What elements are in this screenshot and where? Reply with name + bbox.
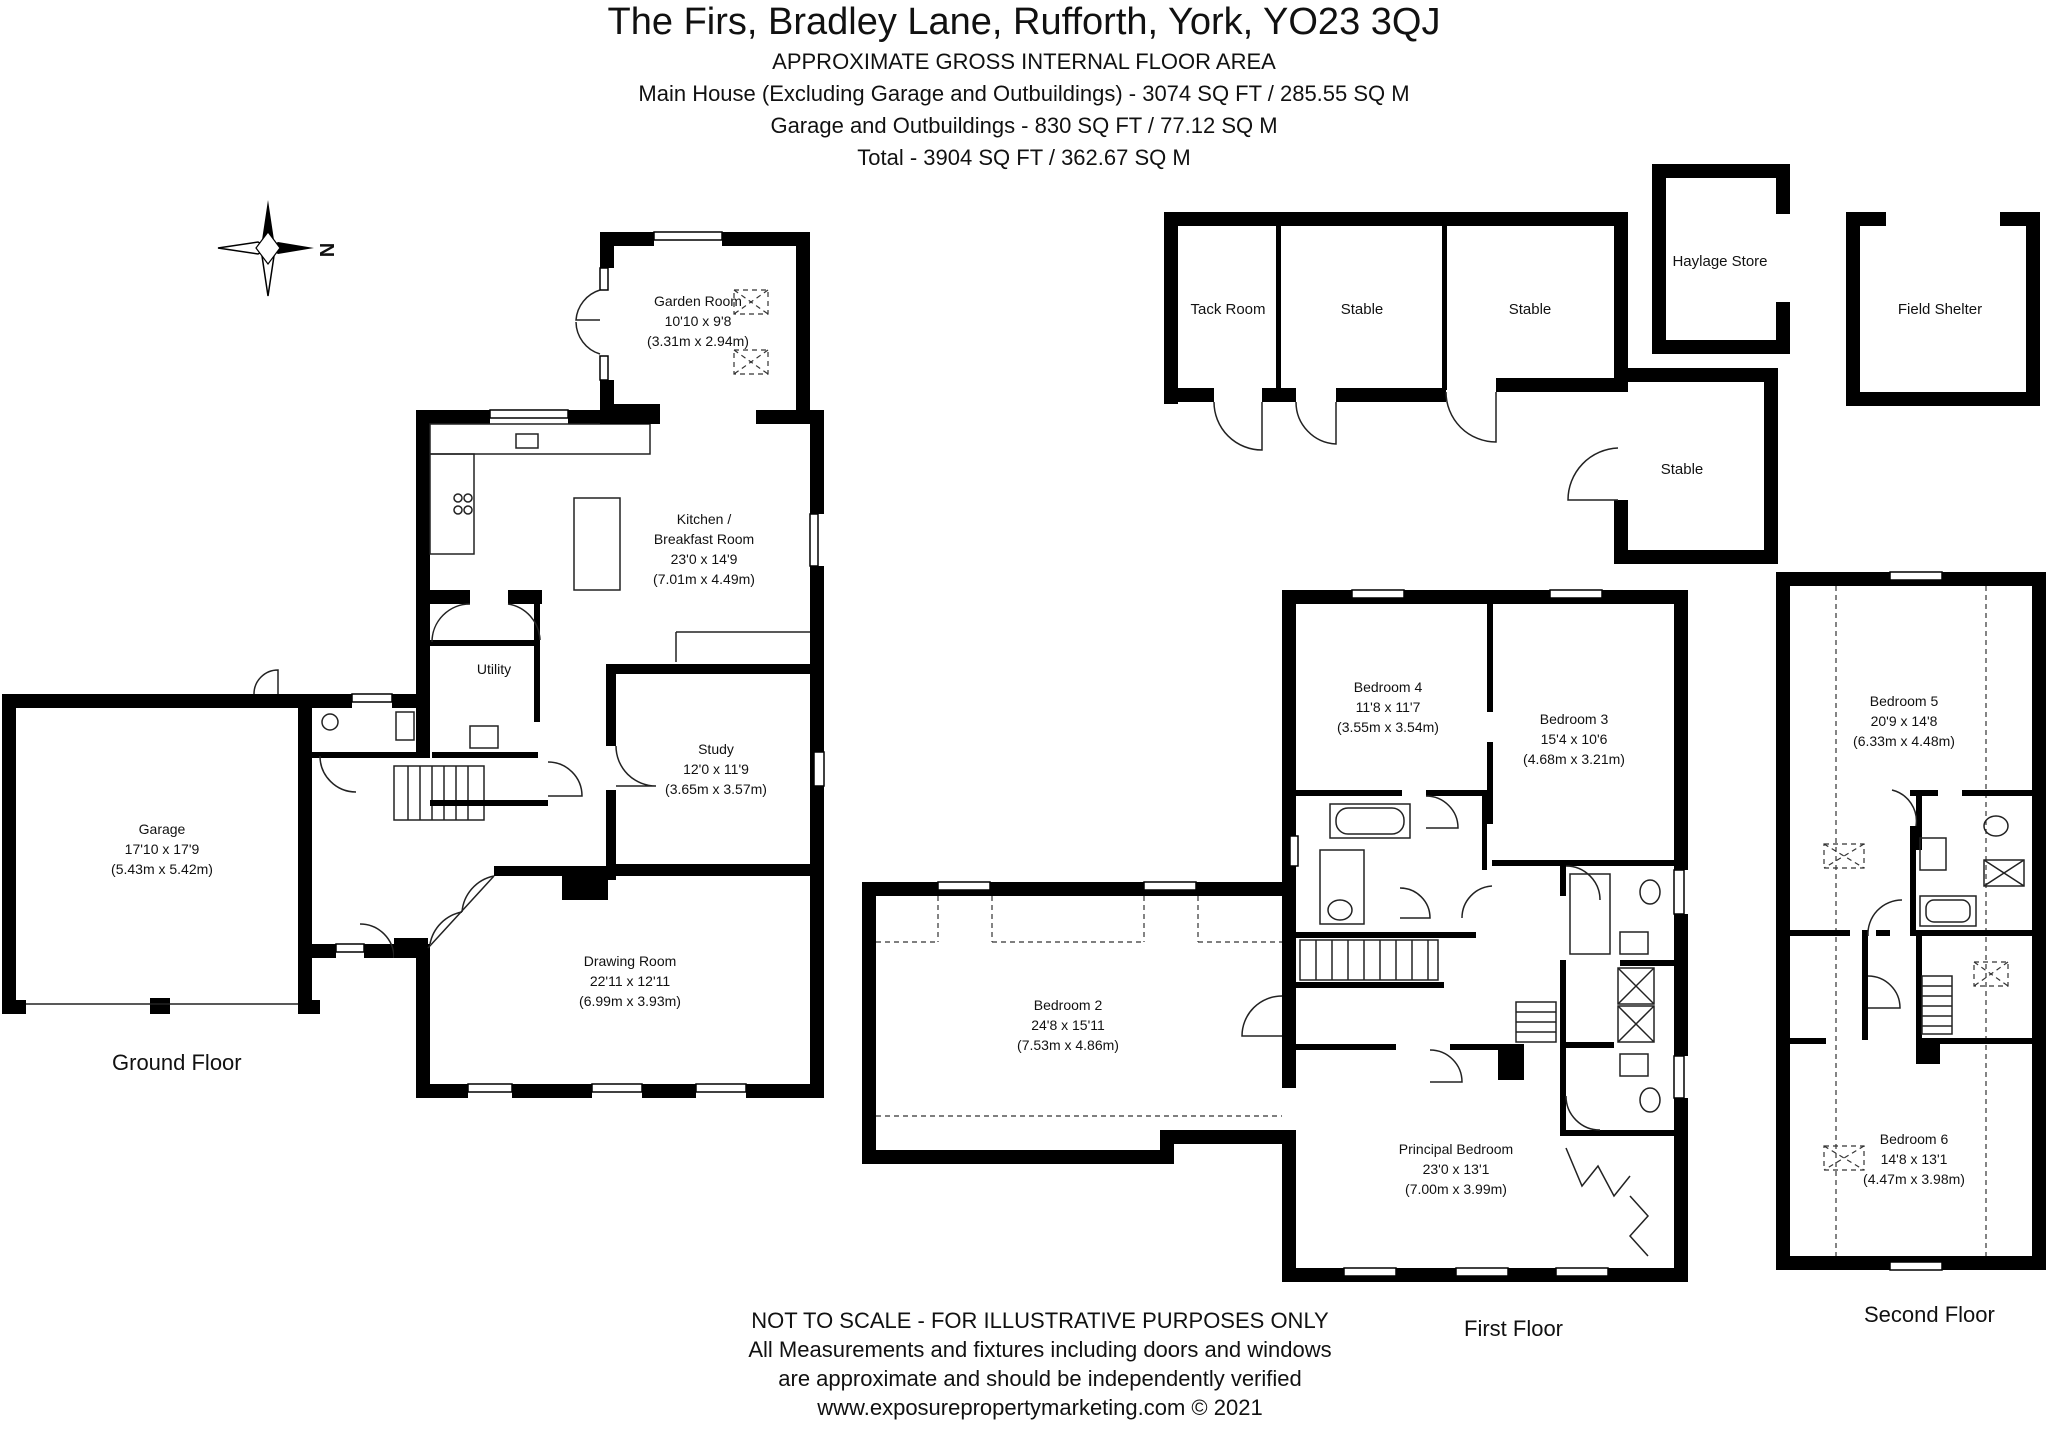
disclaimer-line-3: are approximate and should be independen…: [778, 1366, 1302, 1391]
website-credit: www.exposurepropertymarketing.com © 2021: [817, 1395, 1263, 1420]
bedroom-6-imperial: 14'8 x 13'1: [1881, 1151, 1948, 1167]
bedroom-5-imperial: 20'9 x 14'8: [1871, 713, 1938, 729]
drawing-room-metric: (6.99m x 3.93m): [579, 993, 681, 1009]
garden-room-metric: (3.31m x 2.94m): [647, 333, 749, 349]
bedroom-4-metric: (3.55m x 3.54m): [1337, 719, 1439, 735]
kitchen-name: Kitchen /: [677, 511, 732, 527]
study-metric: (3.65m x 3.57m): [665, 781, 767, 797]
area-heading: APPROXIMATE GROSS INTERNAL FLOOR AREA: [772, 49, 1276, 74]
drawing-room-imperial: 22'11 x 12'11: [590, 973, 671, 989]
compass-icon: N: [217, 200, 337, 297]
second-floor-labels: Bedroom 5 20'9 x 14'8 (6.33m x 4.48m) Be…: [1853, 693, 1965, 1187]
drawing-room-name: Drawing Room: [584, 953, 677, 969]
second-floor-plan: [1776, 571, 2046, 1271]
kitchen-imperial: 23'0 x 14'9: [671, 551, 738, 567]
ground-floor-labels: Garage 17'10 x 17'9 (5.43m x 5.42m) Gard…: [111, 293, 767, 1009]
bedroom-5-metric: (6.33m x 4.48m): [1853, 733, 1955, 749]
disclaimer: NOT TO SCALE - FOR ILLUSTRATIVE PURPOSES…: [690, 1306, 1390, 1422]
bedroom-2-imperial: 24'8 x 15'11: [1031, 1017, 1105, 1033]
bedroom-2-metric: (7.53m x 4.86m): [1017, 1037, 1119, 1053]
first-floor-labels: Bedroom 4 11'8 x 11'7 (3.55m x 3.54m) Be…: [1017, 679, 1625, 1197]
bedroom-5-name: Bedroom 5: [1870, 693, 1939, 709]
total-area: Total - 3904 SQ FT / 362.67 SQ M: [857, 145, 1191, 170]
bedroom-4-imperial: 11'8 x 11'7: [1356, 699, 1421, 715]
stable-2-label: Stable: [1509, 301, 1552, 318]
stable-3-label: Stable: [1661, 461, 1704, 478]
garage-metric: (5.43m x 5.42m): [111, 861, 213, 877]
compass-north-label: N: [315, 243, 337, 257]
ground-floor-label: Ground Floor: [112, 1050, 242, 1075]
principal-bedroom-metric: (7.00m x 3.99m): [1405, 1181, 1507, 1197]
study-name: Study: [698, 741, 734, 757]
garden-room-imperial: 10'10 x 9'8: [665, 313, 732, 329]
field-shelter-label: Field Shelter: [1898, 301, 1982, 318]
tack-room-label: Tack Room: [1190, 301, 1265, 318]
bedroom-3-metric: (4.68m x 3.21m): [1523, 751, 1625, 767]
bedroom-3-name: Bedroom 3: [1540, 711, 1609, 727]
kitchen-metric: (7.01m x 4.49m): [653, 571, 755, 587]
utility-name: Utility: [477, 661, 511, 677]
main-house-area: Main House (Excluding Garage and Outbuil…: [638, 81, 1410, 106]
disclaimer-line-1: NOT TO SCALE - FOR ILLUSTRATIVE PURPOSES…: [751, 1308, 1329, 1333]
disclaimer-line-2: All Measurements and fixtures including …: [748, 1337, 1332, 1362]
principal-bedroom-name: Principal Bedroom: [1399, 1141, 1513, 1157]
kitchen-name-2: Breakfast Room: [654, 531, 754, 547]
haylage-store-label: Haylage Store: [1672, 253, 1767, 270]
principal-bedroom-imperial: 23'0 x 13'1: [1423, 1161, 1490, 1177]
bedroom-2-name: Bedroom 2: [1034, 997, 1103, 1013]
study-imperial: 12'0 x 11'9: [683, 761, 749, 777]
garage-name: Garage: [139, 821, 186, 837]
bedroom-4-name: Bedroom 4: [1354, 679, 1423, 695]
ground-floor-plan: [2, 231, 825, 1098]
first-floor-label: First Floor: [1464, 1316, 1563, 1341]
first-floor-plan: [862, 589, 1688, 1282]
garden-room-name: Garden Room: [654, 293, 742, 309]
bedroom-6-name: Bedroom 6: [1880, 1131, 1949, 1147]
page-title: The Firs, Bradley Lane, Rufforth, York, …: [607, 1, 1441, 43]
bedroom-6-metric: (4.47m x 3.98m): [1863, 1171, 1965, 1187]
second-floor-label: Second Floor: [1864, 1302, 1995, 1327]
bedroom-3-imperial: 15'4 x 10'6: [1541, 731, 1608, 747]
garage-imperial: 17'10 x 17'9: [125, 841, 200, 857]
stable-1-label: Stable: [1341, 301, 1384, 318]
outbuildings: Tack Room Stable Stable Stable Haylage S…: [1164, 164, 2040, 564]
garage-outbuildings-area: Garage and Outbuildings - 830 SQ FT / 77…: [770, 113, 1278, 138]
